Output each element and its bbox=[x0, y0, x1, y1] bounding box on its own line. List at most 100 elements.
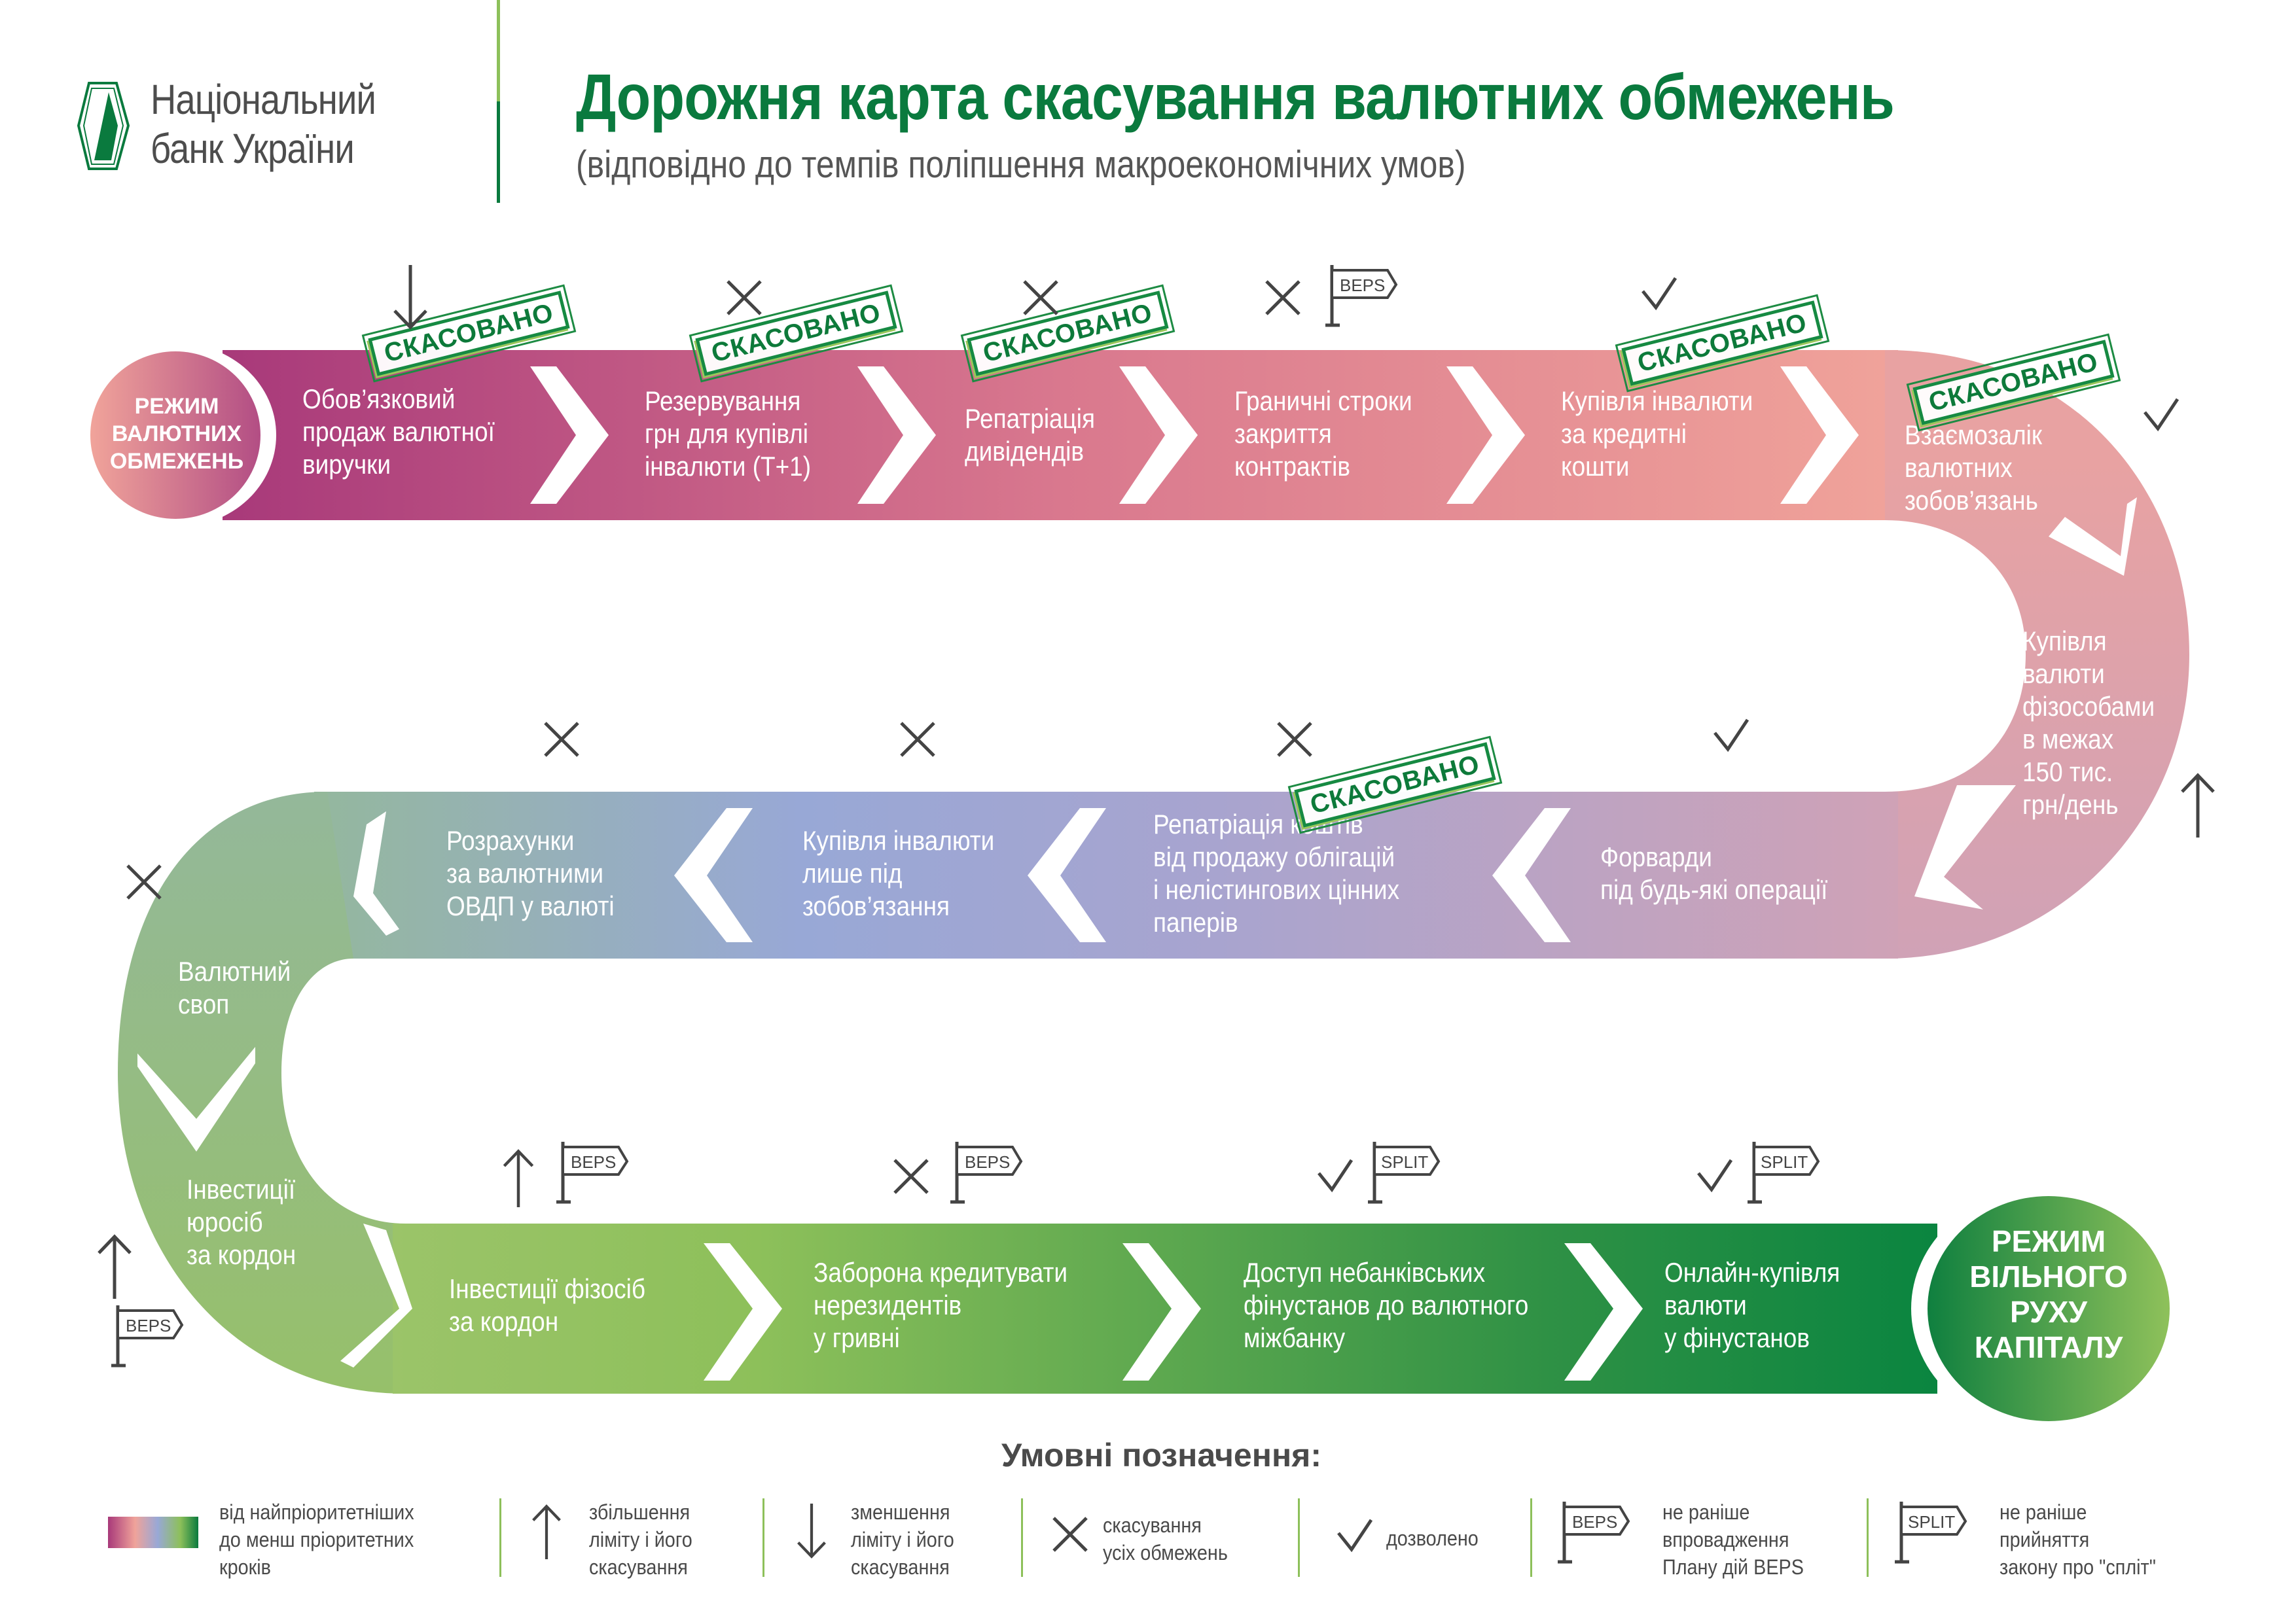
legend-divider bbox=[499, 1498, 501, 1577]
nbu-logo-icon bbox=[77, 82, 130, 170]
step-label[interactable]: Репатріація дивідендів bbox=[965, 403, 1095, 467]
left-curve-band bbox=[118, 792, 406, 1394]
chevron-right bbox=[1564, 1243, 1643, 1381]
chevron-left bbox=[1914, 785, 2016, 909]
chevron-right bbox=[704, 1243, 782, 1381]
chevron-left bbox=[674, 808, 753, 942]
cross-icon bbox=[1263, 278, 1302, 317]
nbu-logo[interactable] bbox=[77, 82, 130, 170]
chevron-right bbox=[1119, 366, 1198, 504]
chevron-right bbox=[857, 366, 936, 504]
check-icon bbox=[2142, 396, 2181, 435]
step-label[interactable]: Резервування грн для купівлі інвалюти (Т… bbox=[645, 385, 812, 482]
legend-gradient-swatch bbox=[108, 1517, 198, 1548]
step-label[interactable]: Купівля інвалюти лише під зобов’язання bbox=[802, 825, 995, 921]
flag-beps-icon: BEPS bbox=[950, 1142, 1029, 1207]
page-subtitle: (відповідно до темпів поліпшення макроек… bbox=[576, 143, 1466, 186]
legend-divider bbox=[1530, 1498, 1532, 1577]
start-circle-label: РЕЖИМ ВАЛЮТНИХ ОБМЕЖЕНЬ bbox=[109, 394, 244, 474]
legend-divider bbox=[1867, 1498, 1869, 1577]
svg-text:BEPS: BEPS bbox=[126, 1316, 171, 1335]
svg-text:BEPS: BEPS bbox=[571, 1152, 616, 1172]
chevron-right bbox=[340, 1224, 412, 1368]
cross-icon bbox=[1021, 278, 1060, 317]
cross-icon bbox=[542, 720, 581, 759]
step-label[interactable]: Репатріація коштів від продажу облігацій… bbox=[1153, 809, 1400, 938]
flag-split-icon: SPLIT bbox=[1368, 1142, 1446, 1207]
legend-text: від найпріоритетніших до менш пріоритетн… bbox=[219, 1500, 414, 1579]
header-divider bbox=[497, 101, 500, 203]
step-label[interactable]: Купівля валюти фізособами в межах 150 ти… bbox=[2022, 626, 2155, 820]
step-label[interactable]: Онлайн-купівля валюти у фінустанов bbox=[1664, 1257, 1840, 1353]
arrow-up-icon bbox=[527, 1504, 566, 1559]
chevron-right bbox=[1446, 366, 1525, 504]
legend-text: зменшення ліміту і його скасування bbox=[851, 1500, 954, 1579]
chevron-right bbox=[530, 366, 609, 504]
chevron-left bbox=[353, 811, 399, 936]
flag-beps-icon: BEPS bbox=[1558, 1502, 1636, 1567]
page-title: Дорожня карта скасування валютних обмеже… bbox=[576, 61, 1895, 133]
step-label[interactable]: Розрахунки за валютними ОВДП у валюті bbox=[446, 825, 615, 921]
legend-text: скасування усіх обмежень bbox=[1103, 1513, 1228, 1564]
check-icon bbox=[1712, 716, 1751, 756]
step-label[interactable]: Купівля інвалюти за кредитні кошти bbox=[1561, 385, 1753, 482]
legend-text: не раніше впровадження Плану дій BEPS bbox=[1662, 1500, 1804, 1579]
svg-text:SPLIT: SPLIT bbox=[1761, 1152, 1808, 1172]
check-icon bbox=[1316, 1157, 1355, 1196]
logo-text-line2: банк України bbox=[151, 125, 355, 172]
header-divider bbox=[497, 0, 500, 101]
check-icon bbox=[1640, 275, 1679, 314]
chevron-left bbox=[1492, 808, 1571, 942]
flag-beps-icon: BEPS bbox=[556, 1142, 635, 1207]
start-circle bbox=[90, 351, 260, 519]
arrow-up-icon bbox=[499, 1148, 538, 1207]
chevron-right bbox=[1122, 1243, 1201, 1381]
legend-text: дозволено bbox=[1386, 1527, 1479, 1550]
svg-text:BEPS: BEPS bbox=[1340, 275, 1385, 295]
chevron-right bbox=[1780, 366, 1859, 504]
step-label[interactable]: Інвестиції юросіб за кордон bbox=[187, 1174, 296, 1270]
check-icon bbox=[1695, 1157, 1734, 1196]
arrow-down-icon bbox=[792, 1504, 831, 1559]
flag-beps-icon: BEPS bbox=[111, 1305, 190, 1371]
cross-icon bbox=[725, 278, 764, 317]
chevron-down bbox=[2049, 497, 2137, 576]
chevron-left bbox=[1028, 808, 1106, 942]
step-label[interactable]: Обов’язковий продаж валютної виручки bbox=[302, 383, 495, 480]
legend-title: Умовні позначення: bbox=[1001, 1437, 1321, 1474]
svg-text:SPLIT: SPLIT bbox=[1381, 1152, 1428, 1172]
svg-text:BEPS: BEPS bbox=[965, 1152, 1010, 1172]
arrow-up-icon bbox=[95, 1233, 134, 1299]
legend-divider bbox=[1298, 1498, 1300, 1577]
cross-icon bbox=[891, 1157, 931, 1196]
svg-text:SPLIT: SPLIT bbox=[1908, 1512, 1955, 1532]
flag-beps-icon: BEPS bbox=[1325, 265, 1404, 330]
end-circle-label: РЕЖИМ ВІЛЬНОГО РУХУ КАПІТАЛУ bbox=[1969, 1224, 2128, 1364]
legend-divider bbox=[762, 1498, 764, 1577]
arrow-up-icon bbox=[2178, 772, 2217, 838]
end-circle bbox=[1928, 1196, 2170, 1421]
cross-icon bbox=[898, 720, 937, 759]
svg-text:BEPS: BEPS bbox=[1572, 1512, 1617, 1532]
logo-text-line1: Національний bbox=[151, 76, 376, 123]
cross-icon bbox=[1275, 720, 1314, 759]
step-label[interactable]: Інвестиції фізосіб за кордон bbox=[449, 1273, 645, 1337]
chevron-down bbox=[137, 1047, 255, 1152]
step-label[interactable]: Взаємозалік валютних зобов’язань bbox=[1905, 419, 2043, 516]
row3-band bbox=[393, 1224, 1937, 1394]
cross-icon bbox=[124, 862, 164, 902]
flag-split-icon: SPLIT bbox=[1895, 1502, 1973, 1567]
arrow-down-icon bbox=[391, 265, 430, 330]
step-label[interactable]: Доступ небанківських фінустанов до валют… bbox=[1244, 1257, 1529, 1353]
flag-split-icon: SPLIT bbox=[1748, 1142, 1826, 1207]
legend-divider bbox=[1021, 1498, 1023, 1577]
legend-text: не раніше прийняття закону про "спліт" bbox=[2000, 1500, 2156, 1579]
step-label[interactable]: Валютний своп bbox=[178, 956, 291, 1019]
step-label[interactable]: Заборона кредитувати нерезидентів у грив… bbox=[814, 1257, 1067, 1353]
step-label[interactable]: Форварди під будь-які операції bbox=[1600, 841, 1828, 905]
step-label[interactable]: Граничні строки закриття контрактів bbox=[1234, 385, 1412, 482]
cross-icon bbox=[1050, 1515, 1090, 1554]
legend-text: збільшення ліміту і його скасування bbox=[589, 1500, 692, 1579]
check-icon bbox=[1335, 1517, 1374, 1556]
